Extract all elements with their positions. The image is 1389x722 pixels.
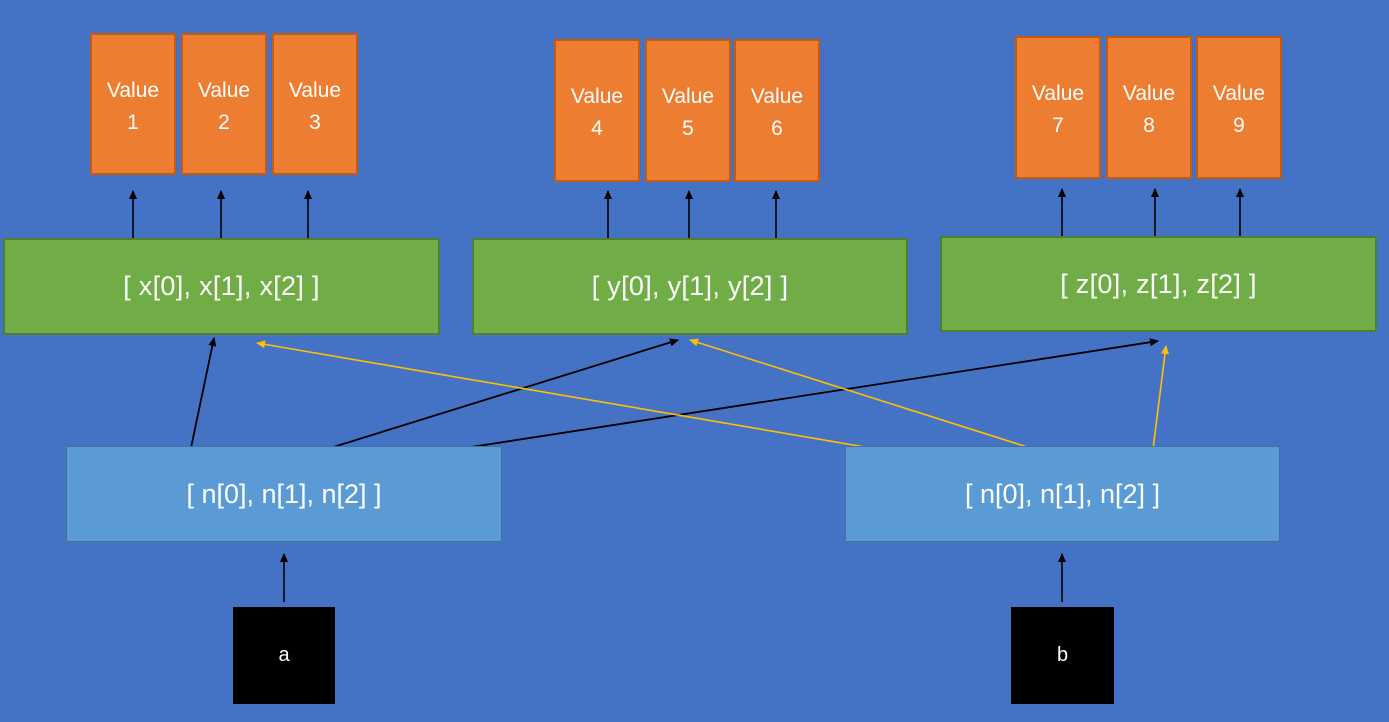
- value-box-3-number: 3: [309, 111, 321, 134]
- value-box-9-number: 9: [1233, 114, 1245, 137]
- arrow-a-n2-to-z: [373, 338, 1159, 463]
- value-box-9: Value 9: [1196, 36, 1282, 179]
- array-x: [ x[0], x[1], x[2] ]: [3, 238, 440, 335]
- value-box-4-number: 4: [591, 117, 603, 140]
- value-box-6-number: 6: [771, 117, 783, 140]
- value-box-5-label: Value: [661, 85, 715, 108]
- value-box-1-number: 1: [127, 111, 139, 134]
- value-box-5-number: 5: [682, 117, 694, 140]
- input-a: a: [233, 607, 335, 704]
- value-box-9-label: Value: [1212, 82, 1266, 105]
- arrow-b-n1-to-y: [689, 338, 1085, 466]
- value-box-3-label: Value: [288, 79, 342, 102]
- input-b: b: [1011, 607, 1114, 704]
- index-array-left: [ n[0], n[1], n[2] ]: [66, 446, 502, 542]
- value-box-8: Value 8: [1106, 36, 1192, 179]
- value-box-7: Value 7: [1015, 36, 1101, 179]
- array-y: [ y[0], y[1], y[2] ]: [472, 238, 908, 335]
- value-box-4: Value 4: [554, 39, 640, 182]
- value-box-6: Value 6: [734, 39, 820, 182]
- value-box-7-number: 7: [1052, 114, 1064, 137]
- value-box-6-label: Value: [750, 85, 804, 108]
- index-array-right: [ n[0], n[1], n[2] ]: [845, 446, 1280, 542]
- value-box-8-number: 8: [1143, 114, 1155, 137]
- arrow-b-n2-to-z: [1150, 345, 1169, 466]
- value-box-3: Value 3: [272, 33, 358, 175]
- value-box-2: Value 2: [181, 33, 267, 175]
- arrow-a-n0-to-x: [187, 337, 217, 463]
- value-box-1: Value 1: [90, 33, 176, 175]
- value-box-4-label: Value: [570, 85, 624, 108]
- arrow-b-n0-to-x: [256, 340, 971, 466]
- array-z: [ z[0], z[1], z[2] ]: [940, 236, 1377, 332]
- value-box-1-label: Value: [106, 79, 160, 102]
- value-box-7-label: Value: [1031, 82, 1085, 105]
- arrow-a-n1-to-y: [284, 338, 679, 463]
- value-box-2-number: 2: [218, 111, 230, 134]
- value-box-8-label: Value: [1122, 82, 1176, 105]
- value-box-5: Value 5: [645, 39, 731, 182]
- value-box-2-label: Value: [197, 79, 251, 102]
